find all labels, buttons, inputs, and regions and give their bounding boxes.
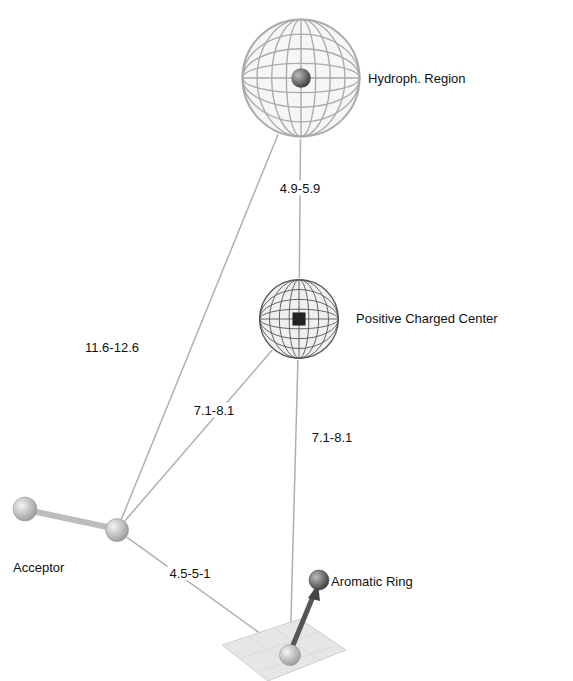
feature-label: Hydroph. Region xyxy=(368,71,466,86)
feature-label: Positive Charged Center xyxy=(356,311,498,326)
sphere-outline xyxy=(240,17,362,139)
feature-sphere: Positive Charged Center xyxy=(258,278,340,360)
feature-label: Aromatic Ring xyxy=(331,574,413,589)
sphere-outline xyxy=(105,518,129,542)
ring-sphere xyxy=(309,570,329,590)
distance-line xyxy=(299,139,300,278)
distance-label: 4.5-5-1 xyxy=(167,566,212,581)
distance-label: 4.9-5.9 xyxy=(278,181,322,196)
distance-label: 7.1-8.1 xyxy=(192,403,236,418)
acceptor-vector xyxy=(27,510,112,528)
distance-line xyxy=(290,360,298,644)
distance-label: 7.1-8.1 xyxy=(310,430,354,445)
feature-label: Acceptor xyxy=(13,560,64,575)
ring-normal xyxy=(291,594,314,650)
acceptor-sphere xyxy=(13,497,37,521)
distance-label: 11.6-12.6 xyxy=(83,340,141,355)
distance-line xyxy=(127,537,281,649)
feature-sphere: Aromatic Ring xyxy=(279,644,301,666)
plane-grid xyxy=(241,628,338,671)
feature-sphere: Acceptor xyxy=(105,518,129,542)
ring-plane xyxy=(222,619,346,681)
sphere-outline xyxy=(258,278,340,360)
distance-line xyxy=(122,134,278,518)
distance-line xyxy=(125,350,272,521)
sphere-outline xyxy=(279,644,301,666)
feature-sphere: Hydroph. Region xyxy=(240,17,362,139)
